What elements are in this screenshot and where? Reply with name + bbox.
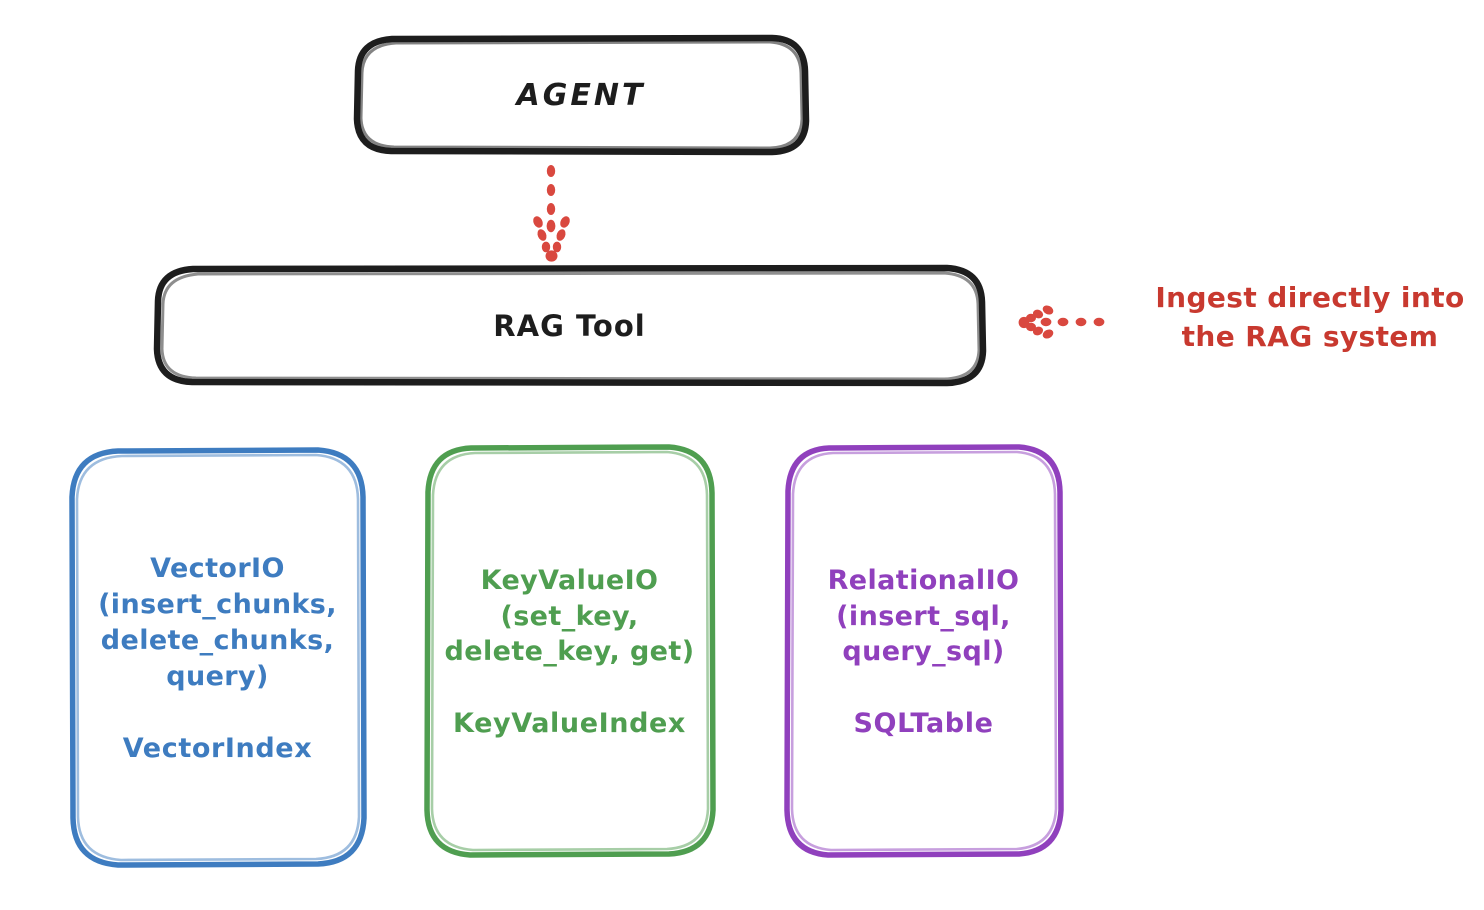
node-relational-io-label: RelationalIO (insert_sql, query_sql) bbox=[827, 564, 1020, 668]
node-agent[interactable]: AGENT bbox=[357, 38, 805, 152]
node-key-value-io-label: KeyValueIO (set_key, delete_key, get) bbox=[444, 564, 695, 668]
node-rag-tool[interactable]: RAG Tool bbox=[157, 268, 982, 383]
node-rag-tool-label: RAG Tool bbox=[493, 308, 646, 343]
ingest-to-rag-tool-arrow bbox=[1018, 305, 1105, 339]
node-relational-io-table-label: SQLTable bbox=[853, 708, 994, 740]
node-vector-io[interactable]: VectorIO (insert_chunks, delete_chunks, … bbox=[72, 450, 363, 865]
annotation-ingest-directly: Ingest directly into the RAG system bbox=[1155, 281, 1465, 354]
node-vector-io-label: VectorIO (insert_chunks, delete_chunks, … bbox=[98, 553, 337, 692]
node-key-value-io[interactable]: KeyValueIO (set_key, delete_key, get) Ke… bbox=[427, 447, 712, 855]
node-key-value-io-index-label: KeyValueIndex bbox=[453, 708, 686, 740]
agent-to-rag-tool-arrow bbox=[533, 165, 570, 262]
node-relational-io[interactable]: RelationalIO (insert_sql, query_sql) SQL… bbox=[787, 447, 1060, 855]
node-agent-label: AGENT bbox=[516, 77, 646, 113]
node-vector-io-index-label: VectorIndex bbox=[122, 732, 313, 764]
